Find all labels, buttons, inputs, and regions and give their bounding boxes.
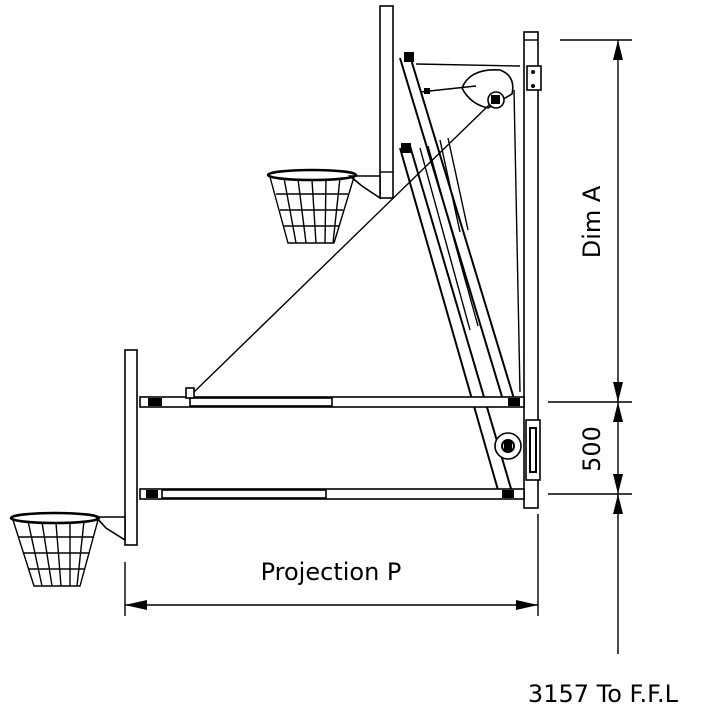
support-cable: [193, 89, 521, 393]
wall-post: [523, 31, 539, 509]
lower-net: [12, 519, 99, 587]
upper-net: [269, 176, 355, 244]
dim-a-label: Dim A: [578, 185, 606, 258]
lower-hoop-bracket: [94, 516, 126, 542]
lower-diagonal-arm: [399, 143, 513, 493]
lower-horizontal-arm: [139, 488, 525, 500]
height-label: 3157 To F.F.L: [528, 680, 679, 708]
lower-ring: [9, 511, 101, 525]
dim-500-label: 500: [578, 426, 606, 472]
upper-hoop-bracket: [347, 175, 381, 200]
gas-strut: [439, 137, 469, 233]
upper-ring: [266, 168, 358, 182]
projection-label: Projection P: [261, 558, 402, 586]
upper-backboard: [379, 5, 394, 199]
dim-500-dimension: [548, 402, 632, 654]
projection-dimension: [124, 514, 539, 616]
lower-wall-bracket: [525, 419, 541, 481]
lower-backboard: [124, 349, 138, 546]
upper-horizontal-arm: [139, 387, 525, 408]
lower-pulley: [494, 432, 522, 460]
winch-housing: [415, 63, 521, 109]
upper-wall-bracket: [526, 65, 542, 91]
